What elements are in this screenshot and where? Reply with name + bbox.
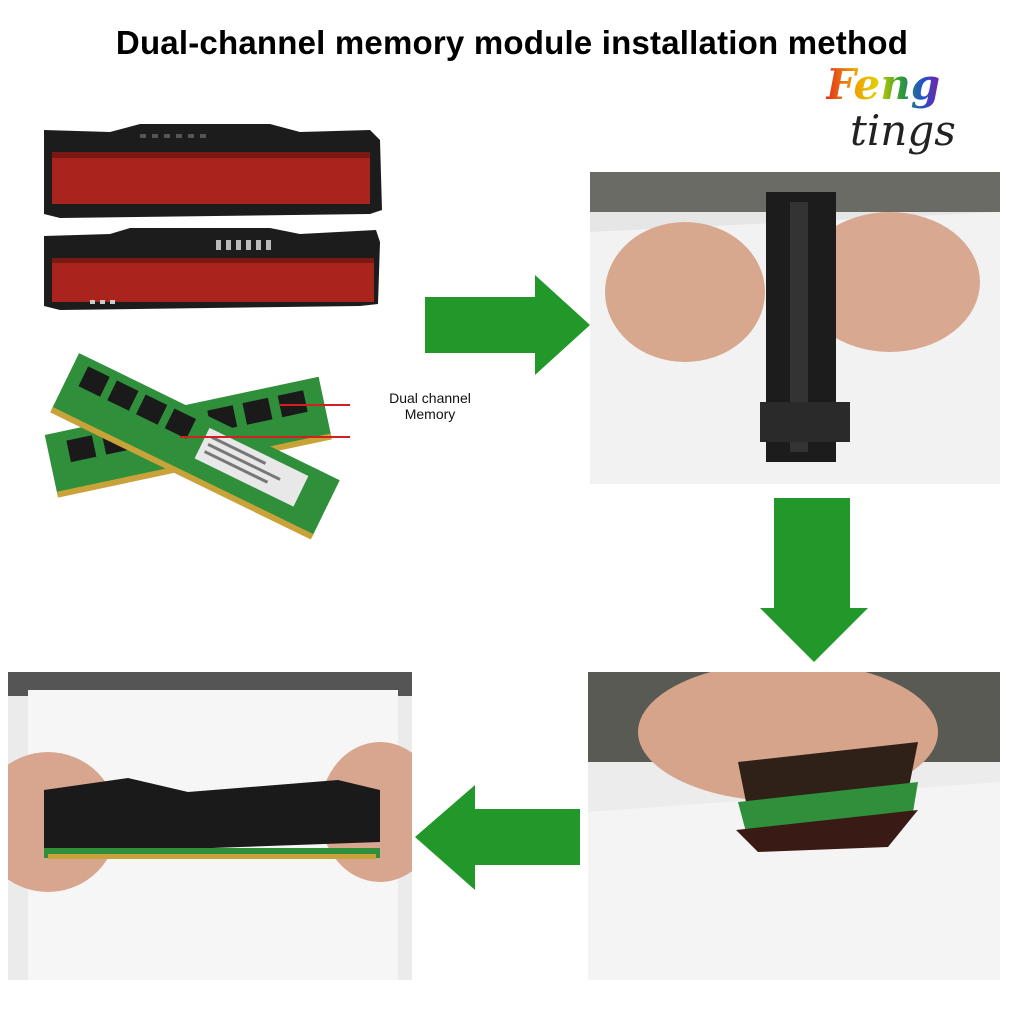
logo-line-1: Feng [826,60,941,109]
heatsink-shell-top [44,124,382,218]
callout-lines [180,404,350,438]
logo-line-2: tings [850,106,956,155]
arrow-left-icon [415,785,580,890]
step1-photo [590,172,1000,484]
brand-logo: Feng tings [820,60,980,170]
arrow-right-icon [425,275,590,375]
step2-photo [588,672,1000,980]
step3-photo [8,672,412,980]
arrow-down-icon [760,498,868,662]
heatsink-shell-bottom [44,228,380,310]
callout-line-2: Memory [404,406,456,422]
assembled-module [44,778,380,854]
callout-line-1: Dual channel [389,390,471,406]
memory-stick [738,782,918,832]
left-hand [605,222,765,362]
dual-channel-callout: Dual channel Memory [360,390,500,422]
memory-modules-image [44,353,350,540]
memory-stick-front [50,353,340,540]
heatsink-shells-image [44,124,382,310]
page-title: Dual-channel memory module installation … [115,24,909,61]
right-hand [800,212,980,352]
